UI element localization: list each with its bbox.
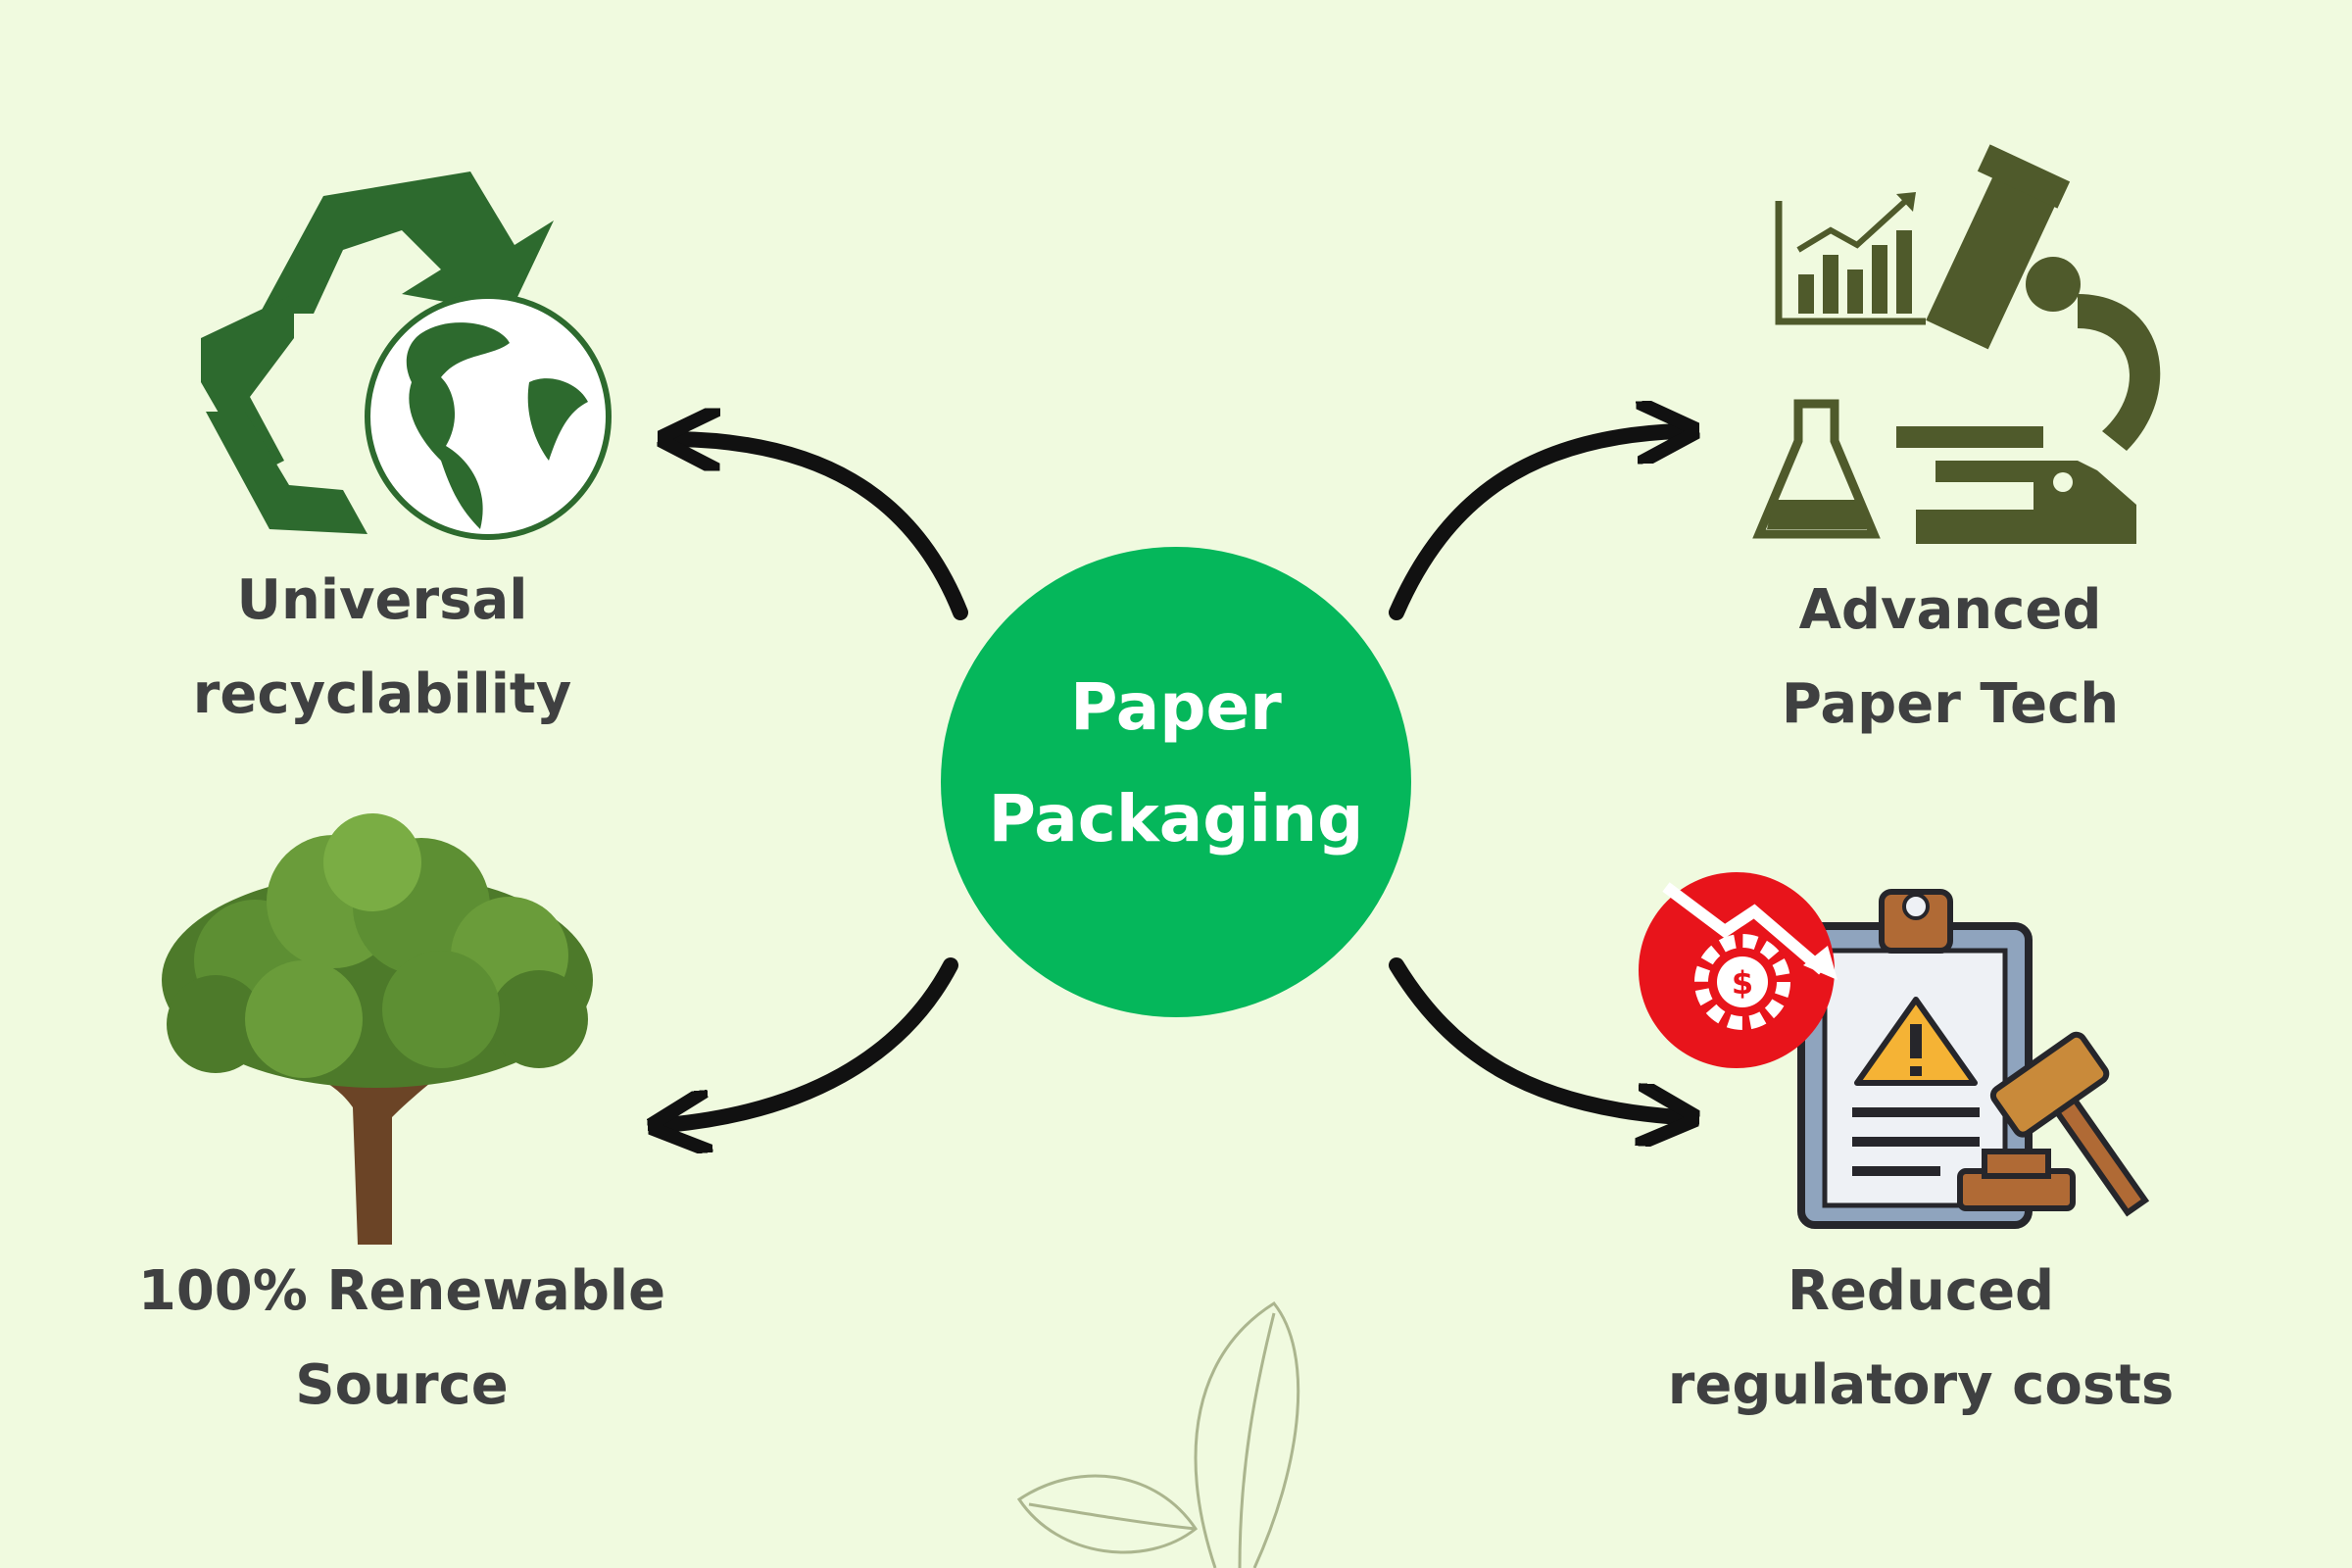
label-line: 100% Renewable: [137, 1259, 666, 1323]
label-line: Advanced: [1798, 578, 2102, 642]
label-advanced-paper-tech: Advanced Paper Tech: [1725, 564, 2176, 752]
arrow-to-bottom-right: [1389, 957, 1681, 1117]
label-reduced-regulatory-costs: Reduced regulatory costs: [1646, 1245, 2195, 1433]
label-renewable-source: 100% Renewable Source: [108, 1245, 696, 1433]
arrow-to-top-right: [1389, 431, 1681, 620]
tree-icon: [162, 813, 593, 1245]
center-circle: [941, 547, 1411, 1017]
center-title: Paper Packaging: [941, 652, 1411, 875]
lab-microscope-icon: [1752, 144, 2161, 544]
arrow-to-bottom-left: [666, 957, 958, 1125]
arrow-to-top-left: [676, 439, 968, 620]
label-line: recyclability: [192, 662, 572, 726]
label-line: regulatory costs: [1667, 1353, 2175, 1417]
regulatory-clipboard-icon: $: [1639, 872, 2150, 1229]
label-universal-recyclability: Universal recyclability: [157, 554, 608, 742]
label-line: Source: [295, 1353, 509, 1417]
label-line: Universal: [236, 568, 528, 632]
label-line: Paper Tech: [1781, 672, 2120, 736]
svg-text:$: $: [1732, 964, 1753, 1002]
recycle-globe-icon: [201, 172, 612, 540]
center-title-line1: Paper: [1070, 669, 1282, 745]
label-line: Reduced: [1787, 1259, 2055, 1323]
leaf-decoration-icon: [1016, 1301, 1300, 1568]
center-title-line2: Packaging: [988, 781, 1364, 857]
